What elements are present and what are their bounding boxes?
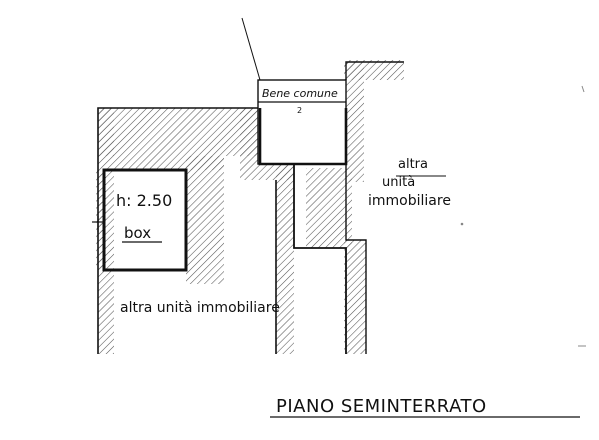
- other-unit-right-line3: immobiliare: [368, 193, 451, 209]
- box-label: box: [124, 224, 151, 242]
- other-unit-bottom-label: altra unità immobiliare: [120, 300, 280, 316]
- floor-title: PIANO SEMINTERRATO: [276, 396, 487, 417]
- edge-marks: [460, 85, 586, 347]
- other-unit-right-line2: unità: [382, 175, 415, 190]
- common-area-label: Bene comune: [262, 87, 338, 100]
- common-area-number: 2: [297, 106, 302, 115]
- other-unit-right-line1: altra: [398, 157, 428, 172]
- wall-outlines: [92, 17, 446, 354]
- box-height-label: h: 2.50: [116, 191, 172, 210]
- wall-hatching: [96, 60, 404, 354]
